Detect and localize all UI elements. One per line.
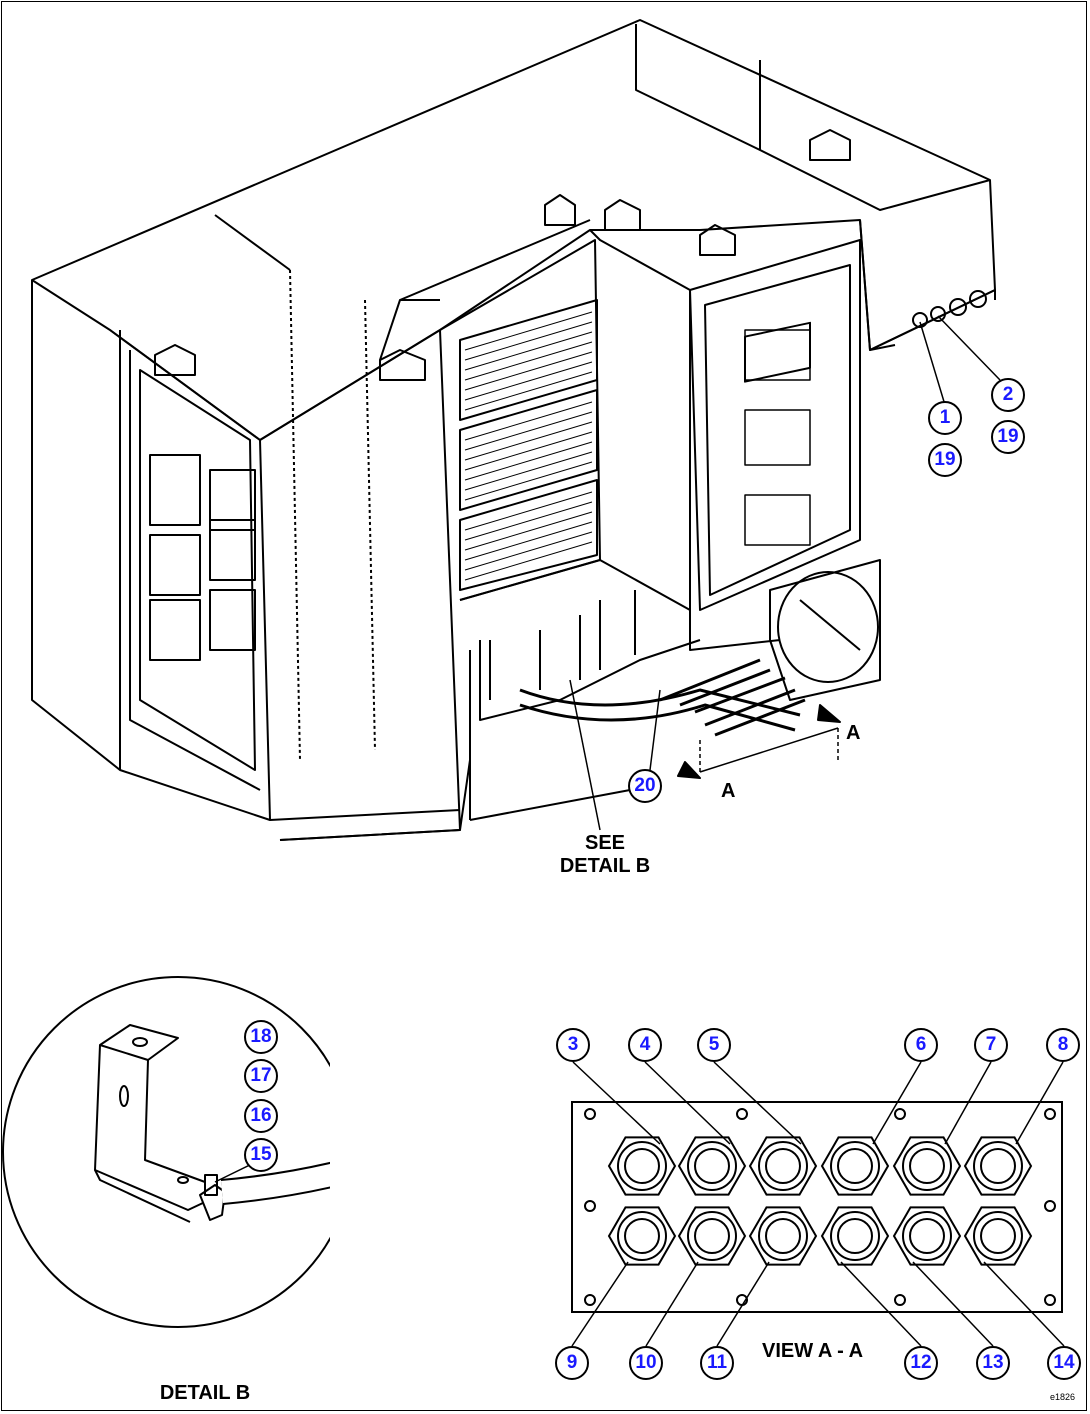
gland-bore: [980, 1148, 1016, 1184]
callout-16[interactable]: 16: [244, 1099, 278, 1133]
gland-hex-nut: [677, 1136, 747, 1196]
gland-bore: [694, 1218, 730, 1254]
cable-gland-5: [892, 1136, 962, 1196]
callout-17[interactable]: 17: [244, 1059, 278, 1093]
leader-line-13: [912, 1261, 994, 1347]
gland-ring: [830, 1211, 880, 1261]
leader-line-4: [644, 1061, 731, 1145]
gland-ring: [973, 1141, 1023, 1191]
view-aa-drawing: [571, 1061, 1065, 1347]
gland-hex-nut: [963, 1136, 1033, 1196]
section-label-a-bottom: A: [721, 780, 736, 802]
bulkhead-plate: [571, 1101, 1063, 1313]
callout-9[interactable]: 9: [555, 1346, 589, 1380]
gland-bore: [980, 1218, 1016, 1254]
cable-gland-6: [963, 1136, 1033, 1196]
callout-8[interactable]: 8: [1046, 1028, 1080, 1062]
duct-opening: [777, 571, 879, 683]
detail-b-circle: [2, 976, 330, 1328]
callout-7[interactable]: 7: [974, 1028, 1008, 1062]
view-aa-title: VIEW A - A: [762, 1340, 864, 1362]
cable-gland-10: [820, 1206, 890, 1266]
gland-ring: [830, 1141, 880, 1191]
gland-hex-nut: [892, 1206, 962, 1266]
cable-gland-4: [820, 1136, 890, 1196]
callout-1[interactable]: 1: [928, 401, 962, 435]
ground-bracket: [99, 1024, 179, 1061]
gland-ring: [902, 1211, 952, 1261]
callout-4[interactable]: 4: [628, 1028, 662, 1062]
gland-bore: [909, 1218, 945, 1254]
gland-bore: [624, 1218, 660, 1254]
detail-b-title: DETAIL B: [159, 1382, 251, 1404]
gland-ring: [617, 1141, 667, 1191]
leader-line-7: [944, 1061, 992, 1145]
callout-20[interactable]: 20: [628, 769, 662, 803]
gland-hex-nut: [748, 1206, 818, 1266]
cable-gland-7: [607, 1206, 677, 1266]
leader-line-12: [840, 1261, 922, 1347]
center-grilles: [459, 299, 598, 591]
callout-6[interactable]: 6: [904, 1028, 938, 1062]
gland-ring: [687, 1141, 737, 1191]
callout-5[interactable]: 5: [697, 1028, 731, 1062]
gland-hex-nut: [892, 1136, 962, 1196]
callout-3[interactable]: 3: [556, 1028, 590, 1062]
gland-hex-nut: [677, 1206, 747, 1266]
gland-hex-nut: [820, 1206, 890, 1266]
gland-bore: [765, 1218, 801, 1254]
callout-12[interactable]: 12: [904, 1346, 938, 1380]
cable-gland-12: [963, 1206, 1033, 1266]
gland-hex-nut: [963, 1206, 1033, 1266]
gland-bore: [765, 1148, 801, 1184]
leader-line-11: [716, 1261, 770, 1347]
gland-bore: [837, 1148, 873, 1184]
callout-11[interactable]: 11: [700, 1346, 734, 1380]
gland-bore: [837, 1218, 873, 1254]
callout-2[interactable]: 2: [991, 378, 1025, 412]
gland-bore: [909, 1148, 945, 1184]
drawing-id: e1826: [1050, 1392, 1076, 1402]
cable-gland-3: [748, 1136, 818, 1196]
leader-line-5: [713, 1061, 802, 1145]
gland-ring: [758, 1141, 808, 1191]
callout-15[interactable]: 15: [244, 1138, 278, 1172]
gland-hex-nut: [607, 1206, 677, 1266]
cable-gland-2: [677, 1136, 747, 1196]
callout-14[interactable]: 14: [1047, 1346, 1081, 1380]
gland-bore: [624, 1148, 660, 1184]
cable-gland-1: [607, 1136, 677, 1196]
leader-line-8: [1015, 1061, 1064, 1145]
gland-hex-nut: [820, 1136, 890, 1196]
gland-ring: [687, 1211, 737, 1261]
section-label-a-top: A: [846, 722, 861, 744]
gland-ring: [973, 1211, 1023, 1261]
cable-gland-11: [892, 1206, 962, 1266]
callout-19-a[interactable]: 19: [928, 443, 962, 477]
leader-line-9: [571, 1261, 629, 1347]
gland-ring: [758, 1211, 808, 1261]
leader-line-10: [645, 1261, 699, 1347]
leader-line-3: [572, 1061, 661, 1145]
leader-line-14: [983, 1261, 1065, 1347]
cable-gland-8: [677, 1206, 747, 1266]
callout-13[interactable]: 13: [976, 1346, 1010, 1380]
gland-ring: [902, 1141, 952, 1191]
detail-b-drawing: [2, 976, 330, 1328]
detail-b-reference[interactable]: DETAIL B: [559, 855, 651, 877]
gland-ring: [617, 1211, 667, 1261]
right-access-door: [689, 239, 861, 611]
see-text: SEE: [584, 832, 626, 854]
leader-line-6: [872, 1061, 922, 1145]
callout-19-b[interactable]: 19: [991, 420, 1025, 454]
callout-10[interactable]: 10: [629, 1346, 663, 1380]
left-enclosure: [31, 280, 121, 771]
cable-gland-9: [748, 1206, 818, 1266]
callout-18[interactable]: 18: [244, 1020, 278, 1054]
gland-hex-nut: [748, 1136, 818, 1196]
gland-bore: [694, 1148, 730, 1184]
gland-hex-nut: [607, 1136, 677, 1196]
